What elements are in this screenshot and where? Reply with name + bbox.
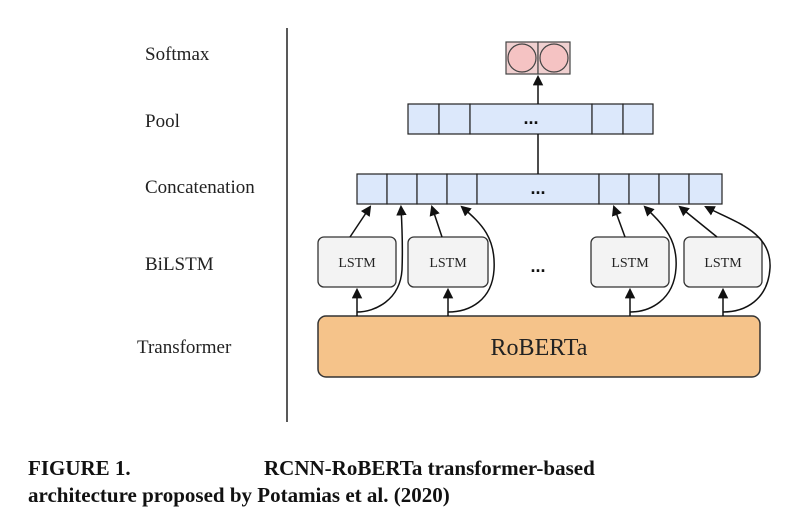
arrows-lstm-to-concatenation <box>349 205 718 238</box>
row-label-softmax: Softmax <box>145 44 210 65</box>
concatenation-vector: ... <box>356 173 723 205</box>
lstm-cell: LSTM <box>683 236 763 288</box>
lstm-cell: LSTM <box>407 236 489 288</box>
pool-vector: ... <box>407 103 654 135</box>
svg-text:LSTM: LSTM <box>704 256 742 271</box>
caption-line-1: RCNN-RoBERTa transformer-based <box>264 456 595 480</box>
concatenation-ellipsis: ... <box>530 178 545 198</box>
row-label-concatenation: Concatenation <box>145 177 255 198</box>
bilstm-ellipsis: ... <box>530 256 545 276</box>
architecture-diagram: Softmax Pool Concatenation BiLSTM Transf… <box>137 28 771 422</box>
skip-connection-arrows <box>356 204 771 313</box>
figure-caption: FIGURE 1.RCNN-RoBERTa transformer-based … <box>28 455 788 509</box>
svg-text:LSTM: LSTM <box>429 256 467 271</box>
softmax-output <box>505 41 571 75</box>
roberta-block: RoBERTa <box>317 315 761 378</box>
svg-text:LSTM: LSTM <box>611 256 649 271</box>
softmax-node <box>507 43 537 73</box>
figure-number: FIGURE 1. <box>28 456 131 480</box>
caption-line-2: architecture proposed by Potamias et al.… <box>28 483 450 507</box>
row-label-transformer: Transformer <box>137 337 232 358</box>
row-label-bilstm: BiLSTM <box>145 254 214 275</box>
row-label-pool: Pool <box>145 111 180 132</box>
svg-text:LSTM: LSTM <box>338 256 376 271</box>
softmax-node <box>539 43 569 73</box>
pool-ellipsis: ... <box>523 108 538 128</box>
roberta-label: RoBERTa <box>491 335 588 361</box>
lstm-cell: LSTM <box>317 236 397 288</box>
lstm-cell: LSTM <box>590 236 670 288</box>
